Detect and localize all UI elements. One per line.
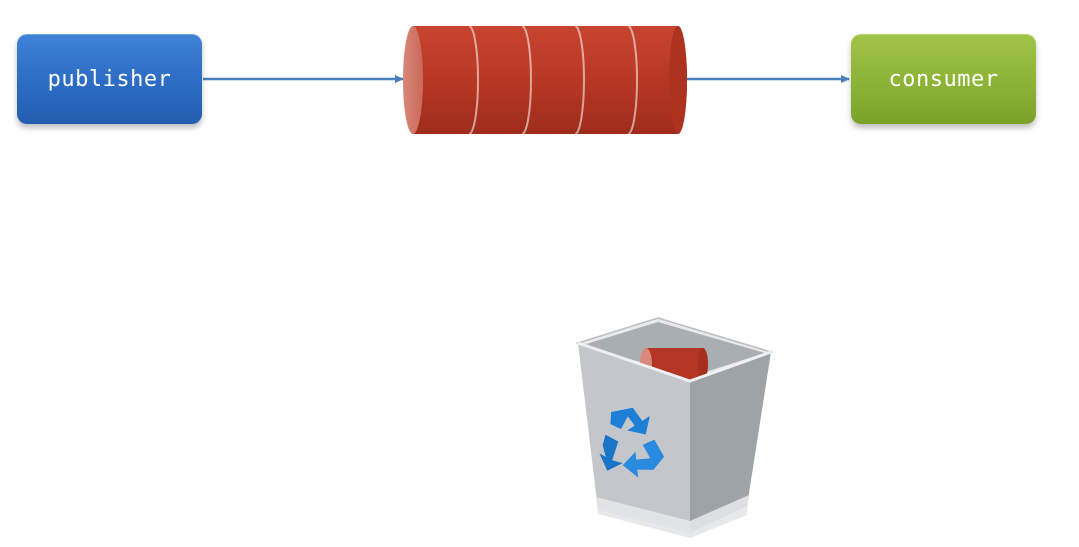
consumer-label: consumer [888, 66, 999, 92]
recycle-bin-icon [575, 317, 774, 538]
recycle-symbol [599, 407, 665, 478]
consumer-node: consumer [851, 34, 1036, 124]
queue-segment [574, 25, 585, 135]
queue-head [403, 26, 423, 134]
publisher-label: publisher [47, 66, 172, 92]
queue-segment [627, 25, 638, 135]
publisher-node: publisher [17, 34, 202, 124]
queue-segment [521, 25, 532, 135]
message-queue [403, 25, 687, 135]
queue-segment [468, 25, 479, 135]
